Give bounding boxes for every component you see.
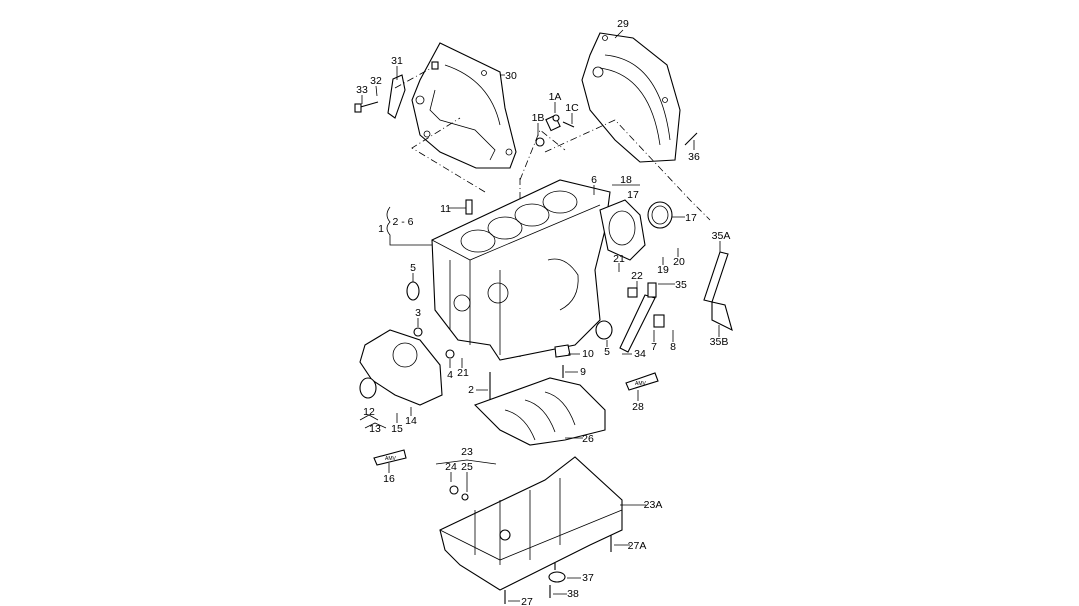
callout-8[interactable]: 8 [670,341,676,353]
callout-25[interactable]: 25 [461,461,473,473]
bracket-31 [354,61,439,119]
callout-3[interactable]: 3 [415,307,421,319]
baffle-plate-26 [473,377,606,446]
callout-1B[interactable]: 1B [532,112,545,124]
callout-28[interactable]: 28 [632,401,644,413]
oil-pan-23 [439,456,623,591]
callout-6[interactable]: 6 [591,174,597,186]
rear-seal-flange-18 [599,199,673,261]
callout-22[interactable]: 22 [631,270,643,282]
plug-4 [445,349,455,359]
intermediate-plate-30 [411,42,517,169]
callout-13[interactable]: 13 [369,423,381,435]
callout-23[interactable]: 23 [461,446,473,458]
callout-2[interactable]: 2 [468,384,474,396]
callout-5-right[interactable]: 5 [604,346,610,358]
callout-1A[interactable]: 1A [549,91,562,103]
callout-7[interactable]: 7 [651,341,657,353]
callout-17-seal[interactable]: 17 [685,212,697,224]
sealant-tube-28: AMV [625,372,659,391]
callout-30[interactable]: 30 [505,70,517,82]
callout-17[interactable]: 17 [627,189,639,201]
seal-5-right [595,320,613,340]
callout-24[interactable]: 24 [445,461,457,473]
dowel-11 [465,199,473,215]
bracket-10 [554,344,571,358]
callout-1[interactable]: 1 [378,223,384,235]
callout-38[interactable]: 38 [567,588,579,600]
callout-9[interactable]: 9 [580,366,586,378]
callout-35A[interactable]: 35A [712,230,731,242]
callout-15[interactable]: 15 [391,423,403,435]
front-cover [359,329,443,406]
leader-lines [359,29,721,602]
callout-27A[interactable]: 27A [628,540,647,552]
callout-34[interactable]: 34 [634,348,646,360]
bolt-36 [684,132,698,146]
sensor-1A [535,114,575,147]
bushing-22 [627,287,638,298]
dipstick-tube [619,251,733,353]
callout-27[interactable]: 27 [521,596,533,606]
callout-12[interactable]: 12 [363,406,375,418]
callout-14[interactable]: 14 [405,415,417,427]
callout-18[interactable]: 18 [620,174,632,186]
intermediate-plate-29 [581,32,681,163]
callout-21-lower[interactable]: 21 [457,367,469,379]
callout-37[interactable]: 37 [582,572,594,584]
sealant-tube-16: AMV [373,449,407,466]
callout-16[interactable]: 16 [383,473,395,485]
callout-32[interactable]: 32 [370,75,382,87]
oil-level-sensor-37 [548,563,566,598]
callout-33[interactable]: 33 [356,84,368,96]
callout-19[interactable]: 19 [657,264,669,276]
callout-10[interactable]: 10 [582,348,594,360]
callout-20[interactable]: 20 [673,256,685,268]
callout-31[interactable]: 31 [391,55,403,67]
callout-5-left[interactable]: 5 [410,262,416,274]
callout-21-upper[interactable]: 21 [613,253,625,265]
callout-4[interactable]: 4 [447,369,453,381]
callout-36[interactable]: 36 [688,151,700,163]
seal-5-left [406,281,420,301]
callout-26[interactable]: 26 [582,433,594,445]
callout-1C[interactable]: 1C [565,102,579,114]
callout-11[interactable]: 11 [440,203,451,215]
callout-2-6[interactable]: 2 - 6 [392,216,413,228]
callout-35B[interactable]: 35B [710,336,729,348]
oil-spray-nozzle-7 [653,314,665,328]
engine-block [431,179,611,361]
svg-text:AMV: AMV [385,456,397,462]
callout-23A[interactable]: 23A [644,499,663,511]
callout-labels: 29 30 31 32 33 1A 1C 1B 36 6 18 17 17 11… [356,18,730,606]
callout-35[interactable]: 35 [675,279,687,291]
callout-29[interactable]: 29 [617,18,629,30]
svg-text:AMV: AMV [635,381,647,387]
plug-3 [413,327,423,337]
